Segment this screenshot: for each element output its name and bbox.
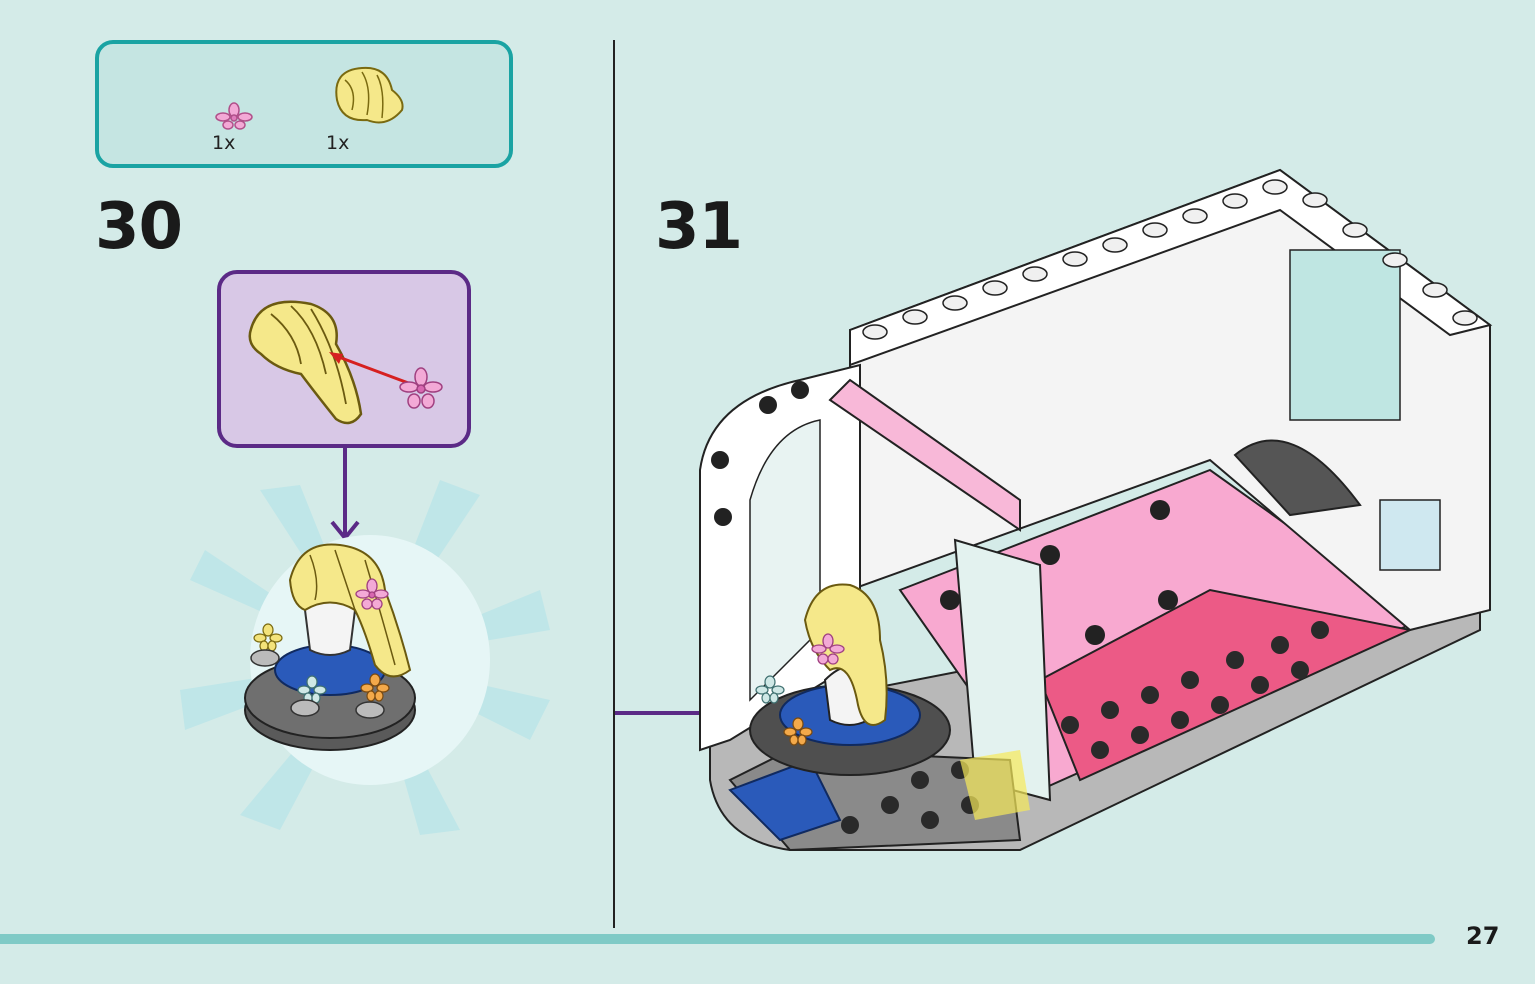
step-30-number: 30 — [95, 190, 183, 264]
step-30-model — [180, 480, 550, 835]
step-30-callout — [217, 270, 471, 448]
pink-flower-part — [215, 102, 253, 130]
step-divider — [613, 40, 615, 928]
bottom-bar — [0, 934, 1435, 944]
parts-list-box: 1x 1x — [95, 40, 513, 168]
step-31-model — [699, 168, 1493, 852]
yellow-hair-qty: 1x — [326, 132, 350, 154]
page-number: 27 — [1466, 922, 1500, 950]
hair-with-flower-icon — [248, 300, 443, 425]
step-31-number: 31 — [655, 190, 743, 264]
pink-flower-qty: 1x — [212, 132, 236, 154]
yellow-hair-part — [335, 66, 404, 124]
